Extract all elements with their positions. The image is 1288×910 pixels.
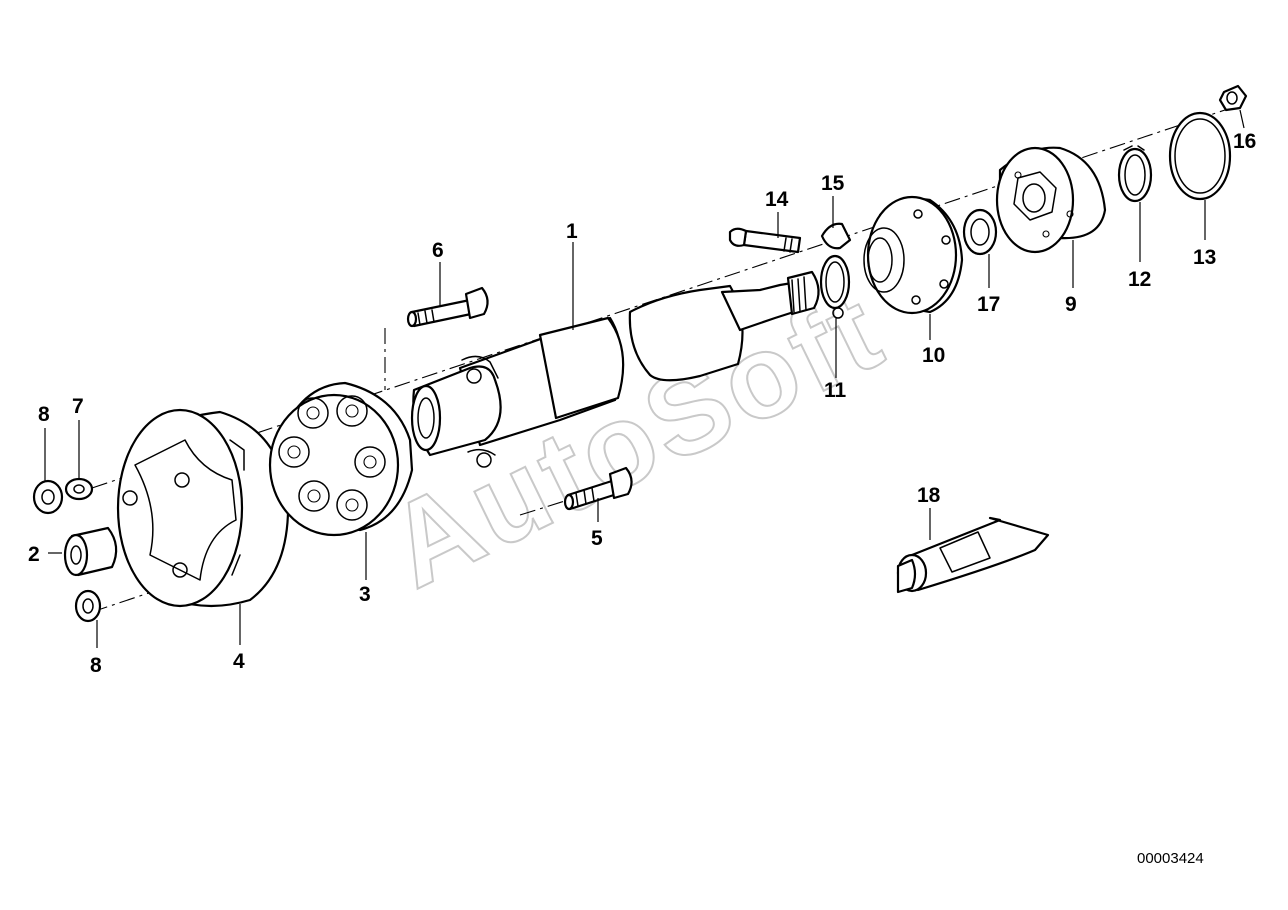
part-4-vibration-damper[interactable]: [116, 408, 290, 608]
part-10-centering-hub[interactable]: [863, 195, 964, 315]
callout-8-upper: 8: [38, 403, 50, 426]
part-12-snap-ring[interactable]: [1117, 145, 1153, 203]
part-13-seal-ring[interactable]: [1168, 111, 1232, 201]
callout-11: 11: [824, 379, 847, 402]
part-14-bolt[interactable]: [728, 227, 802, 254]
callout-3: 3: [359, 583, 371, 606]
callout-16: 16: [1233, 130, 1256, 153]
callout-12: 12: [1128, 268, 1151, 291]
part-15-lock-plate[interactable]: [820, 222, 852, 250]
part-6-bolt[interactable]: [406, 286, 489, 328]
callout-numbers: 8 7 2 8 4 3 6 1 5 14 15 11 10 17 9 12 13…: [28, 130, 1256, 677]
part-18-grease-tube[interactable]: [896, 516, 1050, 594]
part-7-washer[interactable]: [64, 477, 94, 501]
leader-lines: [44, 109, 1245, 648]
part-5-bolt[interactable]: [563, 466, 633, 511]
callout-8-lower: 8: [90, 654, 102, 677]
callout-17: 17: [977, 293, 1000, 316]
diagram-reference-number: 00003424: [1137, 850, 1204, 867]
part-9-flange[interactable]: [995, 146, 1107, 254]
part-8-nut-lower[interactable]: [74, 589, 102, 623]
callout-7: 7: [72, 395, 84, 418]
part-1-propeller-shaft-front[interactable]: [410, 316, 625, 468]
part-16-nut[interactable]: [1218, 84, 1248, 112]
part-17-bearing[interactable]: [962, 208, 998, 256]
callout-10: 10: [922, 344, 945, 367]
callout-9: 9: [1065, 293, 1077, 316]
callout-1: 1: [566, 220, 578, 243]
callout-14: 14: [765, 188, 789, 211]
part-11-circlip[interactable]: [819, 254, 851, 319]
callout-13: 13: [1193, 246, 1216, 269]
callout-15: 15: [821, 172, 845, 195]
callout-5: 5: [591, 527, 603, 550]
part-1-propeller-shaft-rear[interactable]: [628, 270, 820, 382]
callout-2: 2: [28, 543, 40, 566]
callout-4: 4: [233, 650, 245, 673]
part-2-sleeve[interactable]: [63, 526, 118, 577]
part-8-nut-upper[interactable]: [32, 479, 64, 515]
callout-18: 18: [917, 484, 941, 507]
callout-6: 6: [432, 239, 444, 262]
part-3-flex-disc[interactable]: [268, 381, 414, 537]
